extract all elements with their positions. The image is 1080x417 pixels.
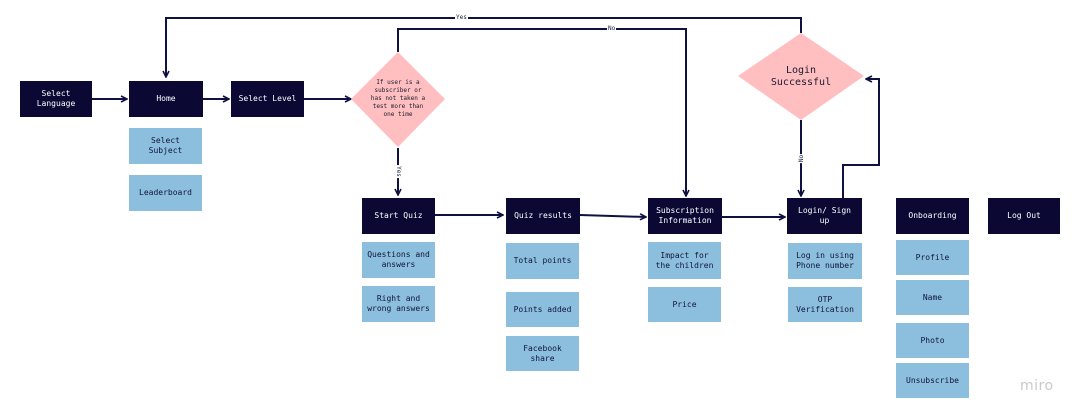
login-signup-box[interactable]: Login/ Sign up	[787, 198, 862, 234]
edge-label-yes-decision: Yes	[394, 165, 402, 178]
miro-logo: miro	[1020, 378, 1054, 394]
edge-signup-loginsuccess	[842, 79, 880, 198]
onboarding-box[interactable]: Onboarding	[896, 198, 969, 234]
edge-results-subscription	[579, 215, 646, 217]
leaderboard-box[interactable]: Leaderboard	[129, 175, 202, 211]
login-phone-box[interactable]: Log in using Phone number	[788, 243, 862, 279]
total-points-box[interactable]: Total points	[506, 243, 579, 279]
questions-answers-box[interactable]: Questions and answers	[362, 242, 435, 278]
unsubscribe-box[interactable]: Unsubscribe	[896, 363, 969, 398]
profile-box[interactable]: Profile	[896, 240, 969, 275]
home-box[interactable]: Home	[129, 81, 203, 117]
facebook-share-box[interactable]: Facebook share	[506, 336, 579, 371]
right-wrong-answers-box[interactable]: Right and wrong answers	[362, 286, 435, 322]
impact-children-box[interactable]: Impact for the children	[648, 242, 721, 279]
subscription-information-box[interactable]: Subscription Information	[648, 198, 722, 234]
otp-verification-box[interactable]: OTP Verification	[788, 287, 862, 322]
select-level-box[interactable]: Select Level	[231, 81, 304, 117]
log-out-box[interactable]: Log Out	[988, 198, 1060, 234]
photo-box[interactable]: Photo	[896, 323, 969, 358]
name-box[interactable]: Name	[896, 280, 969, 315]
decision-text: If user is a subscriber or has not taken…	[370, 79, 426, 118]
login-successful-text: Login Successful	[770, 65, 832, 88]
edge-login-home	[166, 17, 802, 77]
select-subject-box[interactable]: Select Subject	[129, 128, 202, 164]
edge-label-yes-top: Yes	[455, 14, 468, 21]
edge-label-no-login: No	[798, 153, 806, 164]
points-added-box[interactable]: Points added	[506, 292, 579, 327]
edge-label-no-top: No	[607, 25, 617, 32]
price-box[interactable]: Price	[648, 287, 721, 322]
edge-decision-subscription	[397, 28, 686, 196]
login-successful-diamond	[738, 33, 864, 120]
decision-diamond	[351, 52, 445, 147]
select-language-box[interactable]: Select Language	[20, 81, 92, 117]
quiz-results-box[interactable]: Quiz results	[506, 198, 580, 234]
start-quiz-box[interactable]: Start Quiz	[362, 198, 435, 234]
